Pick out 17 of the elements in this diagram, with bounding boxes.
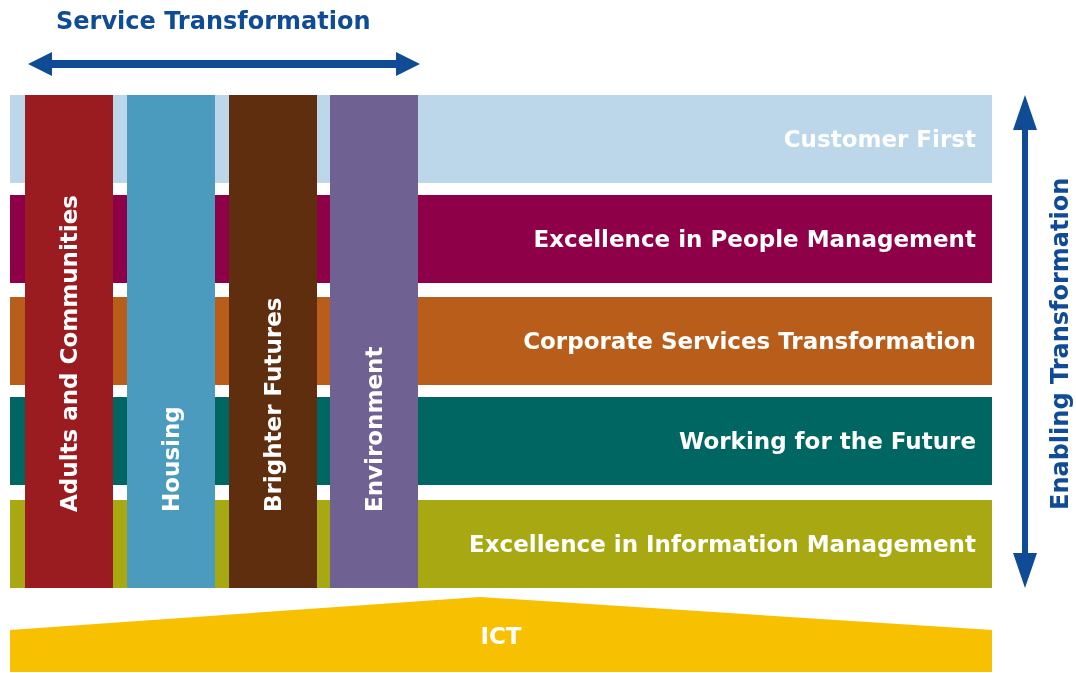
column-label: Brighter Futures <box>260 297 286 512</box>
band-label: Corporate Services Transformation <box>523 328 976 354</box>
column-bar <box>25 95 113 588</box>
band-label: Working for the Future <box>678 428 976 454</box>
column-label: Adults and Communities <box>56 195 82 512</box>
band-label: Excellence in Information Management <box>469 531 976 557</box>
base-shape <box>10 597 992 672</box>
base-label: ICT <box>479 623 523 649</box>
column-label: Housing <box>158 406 184 512</box>
column-bar <box>127 95 215 588</box>
band-label: Customer First <box>783 126 976 152</box>
column-label: Environment <box>361 346 387 512</box>
axis-title: Service Transformation <box>56 8 371 34</box>
column-bar <box>330 95 418 588</box>
axis-title: Enabling Transformation <box>1047 177 1073 510</box>
column-bar <box>229 95 317 588</box>
band-label: Excellence in People Management <box>533 226 976 252</box>
